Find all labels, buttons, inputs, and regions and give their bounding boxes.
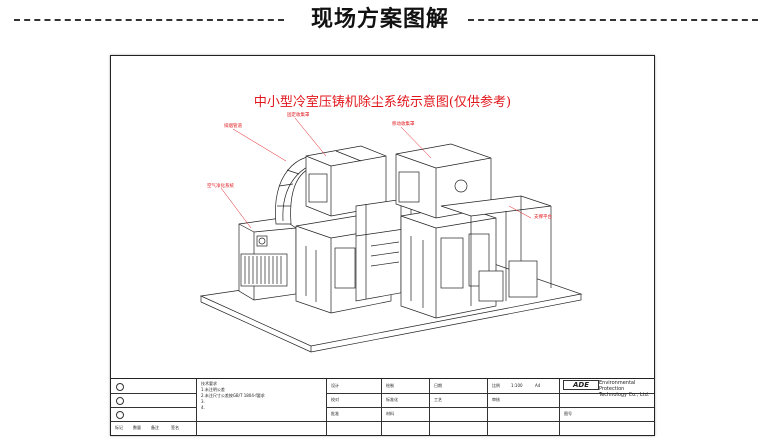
- tb-scale-label: 比例: [492, 383, 500, 388]
- tb-material: 材料: [386, 411, 394, 416]
- tb-process: 工艺: [434, 397, 442, 402]
- revision-circle-icon: [116, 411, 124, 419]
- leader-fixed-hood: [294, 117, 327, 157]
- company-name-line-1: Environmental: [599, 380, 636, 386]
- note-line: 3.: [201, 399, 205, 404]
- note-line: 4.: [201, 405, 205, 410]
- tb-sheet-size: A4: [535, 383, 541, 388]
- company-logo: ADE: [563, 380, 599, 390]
- header-dash-right: [468, 19, 758, 21]
- leader-exhaust-duct: [232, 128, 287, 162]
- leader-support-platform: [508, 205, 532, 219]
- tb-audit: 审核: [492, 397, 500, 402]
- tb-approve: 批准: [331, 411, 339, 416]
- callout-exhaust-duct: 排烟管道: [224, 124, 242, 129]
- air-purification-unit: [238, 217, 297, 301]
- callout-air-purification: 空气净化系统: [207, 184, 234, 189]
- section-title: 现场方案图解: [310, 7, 449, 32]
- leader-movable-hood: [400, 126, 432, 159]
- tb-drawn: 绘制: [386, 383, 394, 388]
- tb-mark: 标记: [115, 425, 123, 430]
- tb-quantity: 数量: [133, 425, 141, 430]
- tb-check: 校对: [331, 397, 339, 402]
- revision-circle-icon: [116, 397, 124, 405]
- machine-illustration: [199, 117, 583, 353]
- section-header: 现场方案图解: [0, 0, 775, 42]
- leader-air-purification: [220, 187, 252, 229]
- tb-date: 日期: [434, 383, 442, 388]
- note-line: 2.未注尺寸公差按GB/T 1804-f要求: [201, 393, 265, 398]
- tb-design: 设计: [331, 383, 339, 388]
- revision-circle-icon: [116, 383, 124, 391]
- callout-movable-hood: 移动收集罩: [392, 122, 415, 127]
- support-platform: [440, 195, 552, 306]
- drawing-title: 中小型冷室压铸机除尘系统示意图(仅供参考): [253, 95, 512, 110]
- tb-remark: 备注: [151, 425, 159, 430]
- tb-standard: 标准化: [386, 397, 398, 402]
- drawing-sheet: 中小型冷室压铸机除尘系统示意图(仅供参考): [110, 55, 655, 436]
- company-name: Environmental Protection Technology Co.,…: [599, 380, 653, 398]
- tb-scale: 1:100: [511, 383, 523, 388]
- tb-sign: 签名: [171, 425, 179, 430]
- note-heading: 技术要求: [201, 381, 217, 386]
- company-name-line-2: Protection Technology Co., Ltd.: [599, 386, 650, 398]
- movable-collection-hood: [395, 143, 492, 219]
- callout-support-platform: 支撑平台: [534, 215, 552, 220]
- note-line: 1.未注明公差: [201, 387, 225, 392]
- title-block: 标记 数量 备注 签名 技术要求 1.未注明公差 2.未注尺寸公差按GB/T 1…: [111, 378, 654, 436]
- die-casting-machine-2: [400, 205, 497, 319]
- header-dash-left: [14, 19, 284, 21]
- tb-drawing-no: 图号: [564, 411, 572, 416]
- callout-fixed-hood: 固定收集罩: [287, 113, 310, 118]
